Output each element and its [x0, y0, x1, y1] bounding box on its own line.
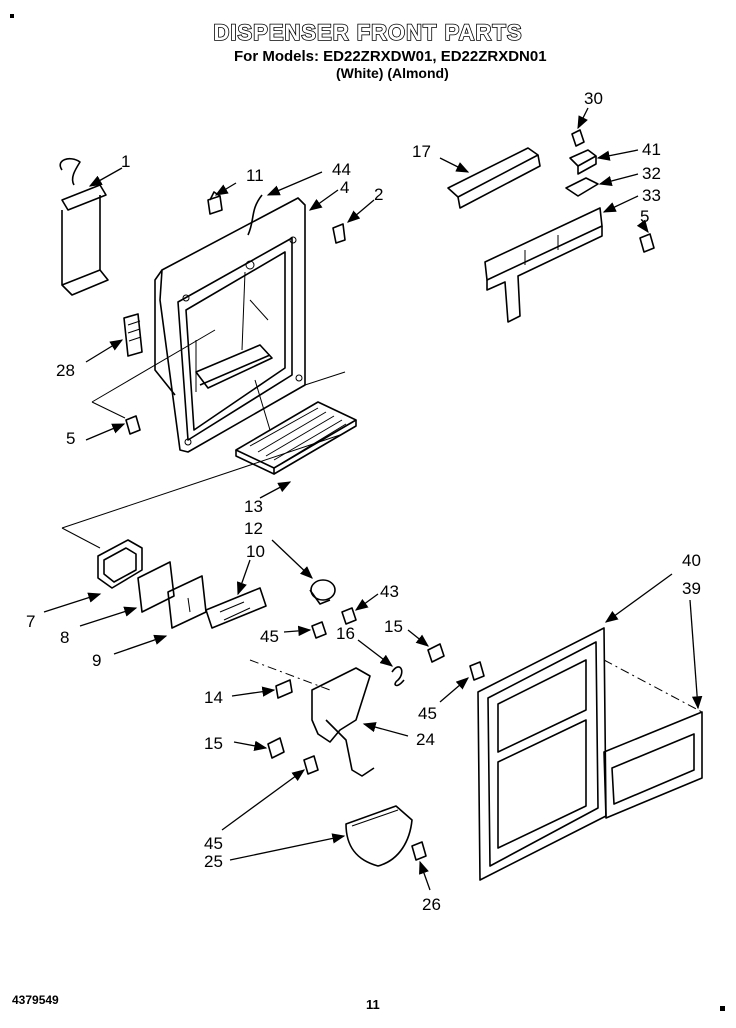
page-number: 11	[366, 997, 380, 1012]
part-4-housing	[154, 197, 306, 453]
leader-lines	[43, 107, 703, 891]
callout-16: 16	[336, 624, 355, 643]
part-13-grille	[235, 401, 357, 475]
part-45-screw	[311, 621, 327, 639]
color-variants-line: (White) (Almond)	[336, 65, 449, 81]
callout-26: 26	[422, 895, 441, 914]
part-15-clip	[427, 643, 445, 663]
callout-4: 4	[340, 178, 349, 197]
diagram-title: DISPENSER FRONT PARTS	[213, 19, 523, 46]
callout-32: 32	[642, 164, 661, 183]
part-10-bracket	[205, 587, 267, 629]
callout-25: 25	[204, 852, 223, 871]
callout-13: 13	[244, 497, 263, 516]
callout-24: 24	[416, 730, 435, 749]
callout-45-b: 45	[418, 704, 437, 723]
callout-8: 8	[60, 628, 69, 647]
part-32-plate	[565, 177, 599, 197]
callout-41: 41	[642, 140, 661, 159]
callout-44: 44	[332, 160, 351, 179]
part-26-screw	[411, 841, 427, 861]
part-15-clip-lower	[267, 737, 285, 759]
part-11-clip	[207, 191, 223, 215]
callout-7: 7	[26, 612, 35, 631]
models-line: For Models: ED22ZRXDW01, ED22ZRXDN01	[234, 48, 547, 65]
callout-40: 40	[682, 551, 701, 570]
part-24-paddle	[311, 667, 375, 777]
document-number: 4379549	[12, 993, 59, 1007]
part-5-screw-right	[639, 233, 655, 253]
part-45-screw-b	[469, 661, 485, 681]
callout-12: 12	[244, 519, 263, 538]
part-30-screw	[571, 129, 585, 147]
callout-30: 30	[584, 89, 603, 108]
callout-45-a: 45	[260, 627, 279, 646]
part-12-switch	[309, 579, 336, 605]
part-44-wire	[247, 194, 263, 236]
part-41-bracket	[569, 149, 597, 175]
callout-14: 14	[204, 688, 223, 707]
callout-10: 10	[246, 542, 265, 561]
callout-28: 28	[56, 361, 75, 380]
callout-9: 9	[92, 651, 101, 670]
callout-1: 1	[121, 152, 130, 171]
part-43-screw	[341, 607, 357, 625]
callout-5-right: 5	[640, 207, 649, 226]
part-45-screw-c	[303, 755, 319, 775]
callout-2: 2	[374, 185, 383, 204]
callout-5-left: 5	[66, 429, 75, 448]
part-5-screw	[125, 415, 141, 435]
callout-15-top: 15	[384, 617, 403, 636]
corner-mark	[10, 14, 14, 18]
part-39-panel	[603, 711, 703, 819]
part-40-panel	[477, 627, 607, 881]
callout-11: 11	[246, 166, 264, 185]
part-16-spring	[391, 666, 405, 687]
part-7-actuator	[97, 539, 143, 589]
callout-39: 39	[682, 579, 701, 598]
part-1-harness	[59, 158, 109, 296]
part-14-clip	[275, 679, 293, 699]
callout-43: 43	[380, 582, 399, 601]
part-17-channel	[447, 147, 541, 209]
callout-33: 33	[642, 186, 661, 205]
callout-17: 17	[412, 142, 431, 161]
callout-15-lower: 15	[204, 734, 223, 753]
callout-45-c: 45	[204, 834, 223, 853]
part-25-cup	[345, 805, 413, 867]
part-9-lever	[167, 575, 207, 629]
part-2-screw	[332, 223, 346, 244]
part-33-frame	[484, 207, 603, 323]
part-28-block	[123, 313, 143, 357]
corner-mark	[720, 1006, 725, 1011]
part-8-pad	[137, 561, 175, 613]
